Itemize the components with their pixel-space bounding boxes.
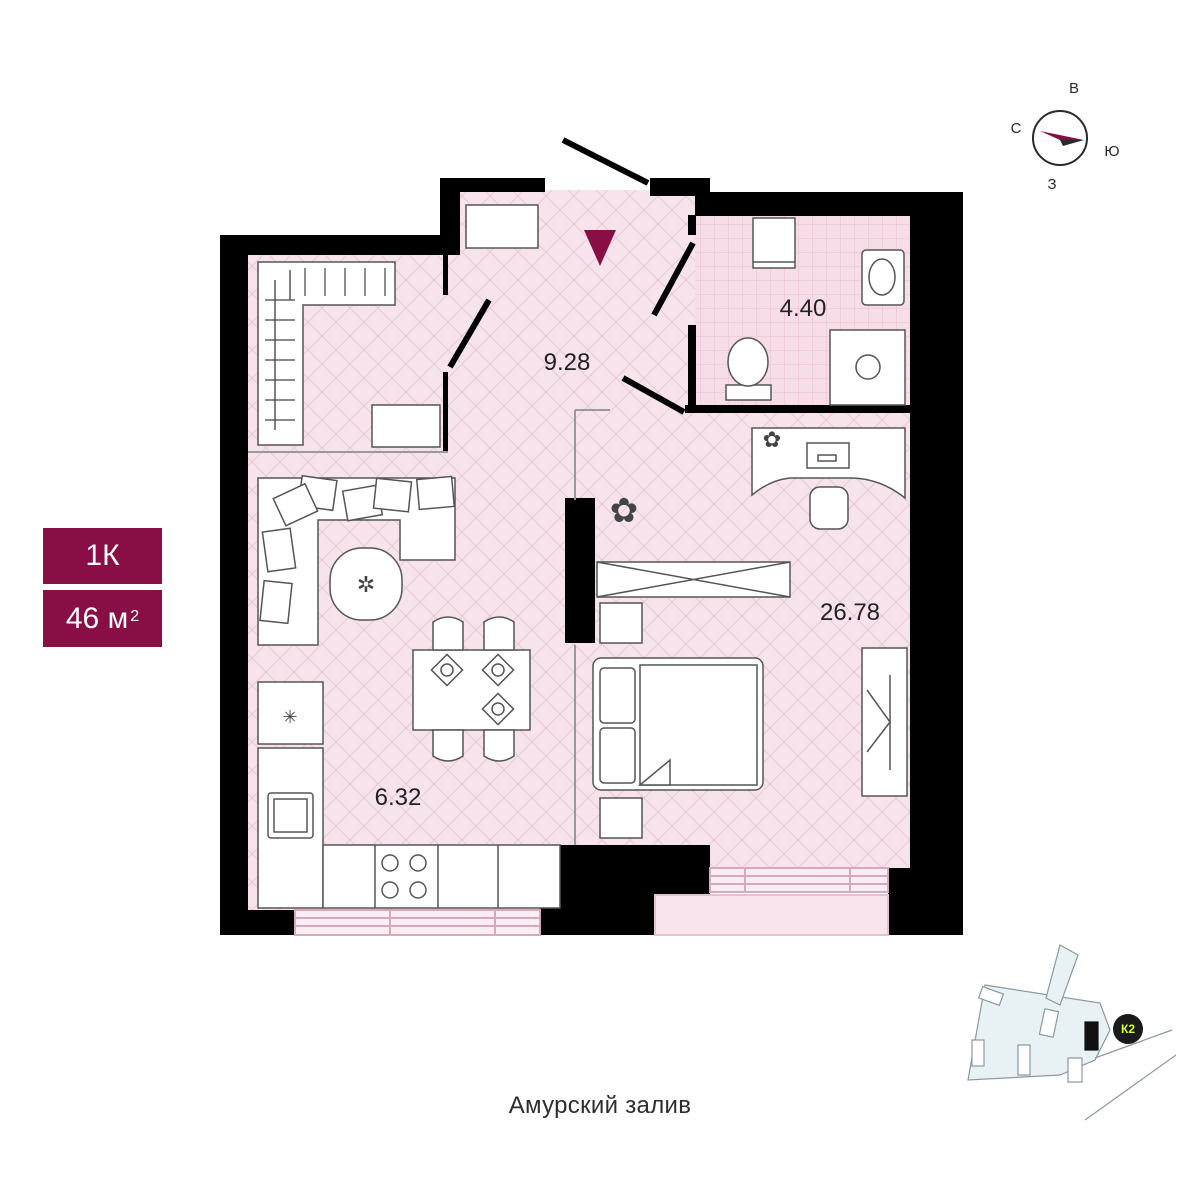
bedroom-furniture [592,427,908,839]
pillow [599,727,636,784]
room-area-bathroom: 4.40 [780,295,827,322]
wall-wardrobe-right-top [443,255,448,295]
room-area-bedroom: 26.78 [820,599,880,626]
nightstand-bottom [599,797,643,839]
plant-icon: ✿ [763,428,781,453]
walls [220,178,963,935]
toilet-icon [727,337,769,387]
sofa-cushion [415,475,456,511]
wardrobe-door [447,298,492,369]
fridge [257,681,324,745]
dining-set [412,616,531,762]
apartment-area: 46 м [65,601,129,635]
area-unit-superscript: 2 [130,607,140,625]
apartment-type-badge: 1К [43,528,162,584]
site-minimap: К2 [967,944,1177,1121]
sink-bowl [868,258,896,296]
compass-north: С [1011,120,1022,137]
coffee-table [329,547,403,621]
plant-icon: ✿ [610,491,639,531]
toilet-tank [725,384,772,401]
wall-entry-right [650,178,710,196]
counter-bottom [322,844,561,909]
nightstand-top [599,602,643,644]
wardrobe-bench [371,404,441,448]
wall-bathroom-bottom [685,405,913,413]
window-kitchen [294,909,541,936]
pillow [599,667,636,724]
thin-partitions [248,409,610,845]
bedroom-door [621,375,686,415]
desk-chair [809,486,849,530]
plant-icon: ✲ [357,573,375,598]
apartment-type: 1К [85,539,120,572]
wall-partition-bedroom [565,498,595,643]
wall-bottom-right [888,868,963,935]
wall-wardrobe-right [443,372,448,452]
bathroom-fixtures [725,217,906,406]
dining-table [412,649,531,731]
bathroom-door [651,241,696,317]
wall-bottom-left [220,910,295,935]
balcony [654,894,889,936]
view-caption: Амурский залив [508,1092,692,1119]
wardrobe-bedroom [861,647,908,797]
sofa-cushion [261,527,297,573]
doors [447,137,696,415]
wall-bathroom-left2 [688,325,696,410]
compass-south: Ю [1104,143,1119,160]
kitchen-units: ✳ [257,681,561,909]
sofa-cushion [372,477,413,513]
entry-door [561,137,650,186]
hallway-shelf [465,204,539,249]
wall-bottom-mid2 [560,845,710,895]
sofa-cushion [272,482,319,527]
shower-drain [855,354,881,380]
svg-text:✳: ✳ [282,707,297,728]
wall-top-step-h [440,178,545,192]
compass-ring [1032,110,1088,166]
entrance-marker-icon [584,230,616,266]
wall-top-left [220,235,455,255]
windows [294,867,889,936]
sofa [257,474,456,646]
wall-bathroom-left [688,215,696,235]
window-bedroom [709,867,889,893]
washing-machine [752,217,796,269]
minimap-building-badge [1113,1014,1143,1044]
compass-west: З [1047,176,1056,193]
sofa-cushion [259,579,293,625]
wardrobe [257,261,441,448]
wall-right [910,192,963,932]
wall-top-step [440,178,460,255]
stove-icon [381,854,427,899]
compass-east: В [1069,80,1079,97]
compass: В С Ю З [1011,80,1120,193]
room-area-hallway: 9.28 [544,349,591,376]
room-area-kitchen-living: 6.32 [375,784,422,811]
minimap-building-highlight [1084,1021,1099,1051]
wall-left [220,235,248,935]
minimap-building-label: К2 [1121,1022,1135,1036]
compass-needle-icon [1040,131,1084,140]
